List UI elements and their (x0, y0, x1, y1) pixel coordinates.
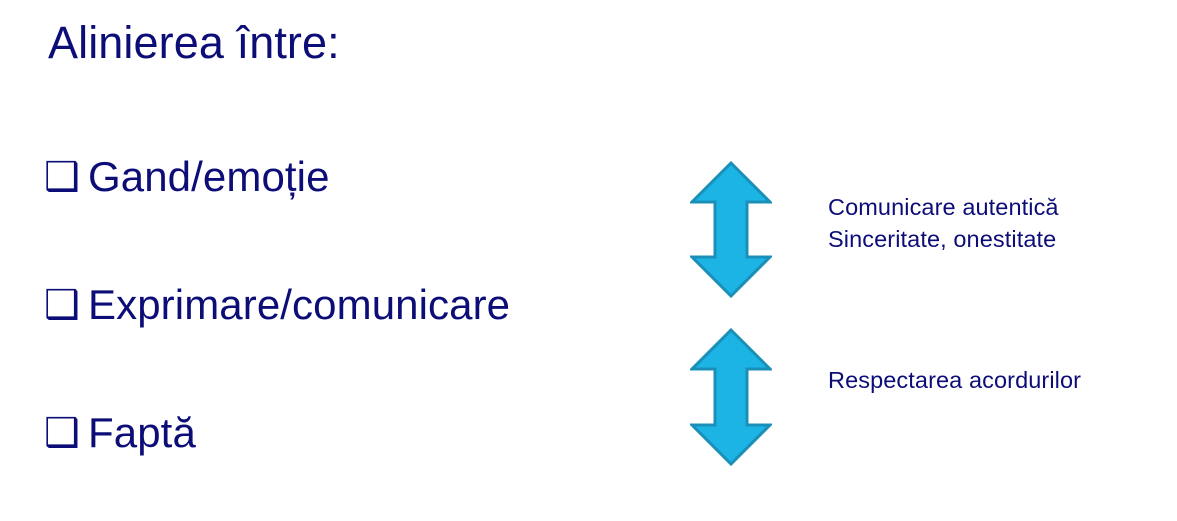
shadowed-square-bullet-icon: ❑ (44, 155, 80, 199)
annotation-bottom-line1: Respectarea acordurilor (828, 367, 1082, 393)
list-item: ❑ Faptă (44, 404, 664, 462)
shadowed-square-bullet-icon: ❑ (44, 411, 80, 455)
page-title: Alinierea între: (48, 17, 340, 68)
annotation-bottom: Respectarea acordurilor (828, 364, 1081, 396)
annotation-top-line2: Sinceritate, onestitate (828, 226, 1057, 252)
double-arrow-up-down-shape (690, 328, 772, 466)
double-arrow-up-down-icon-bottom (690, 328, 772, 466)
list-item: ❑ Gand/emoție (44, 148, 664, 276)
bullet-label-exprimare-comunicare: Exprimare/comunicare (88, 281, 511, 328)
double-arrow-up-down-icon-top (690, 161, 772, 298)
shadowed-square-bullet-icon: ❑ (44, 283, 80, 327)
annotation-top-line1: Comunicare autentică (828, 194, 1059, 220)
double-arrow-up-down-shape (690, 161, 772, 298)
annotation-top: Comunicare autentică Sinceritate, onesti… (828, 191, 1059, 255)
bullet-label-gand-emotie: Gand/emoție (88, 153, 330, 200)
list-item: ❑ Exprimare/comunicare (44, 276, 664, 404)
bullet-label-fapta: Faptă (88, 409, 196, 456)
bullet-list: ❑ Gand/emoție ❑ Exprimare/comunicare ❑ F… (44, 148, 664, 462)
